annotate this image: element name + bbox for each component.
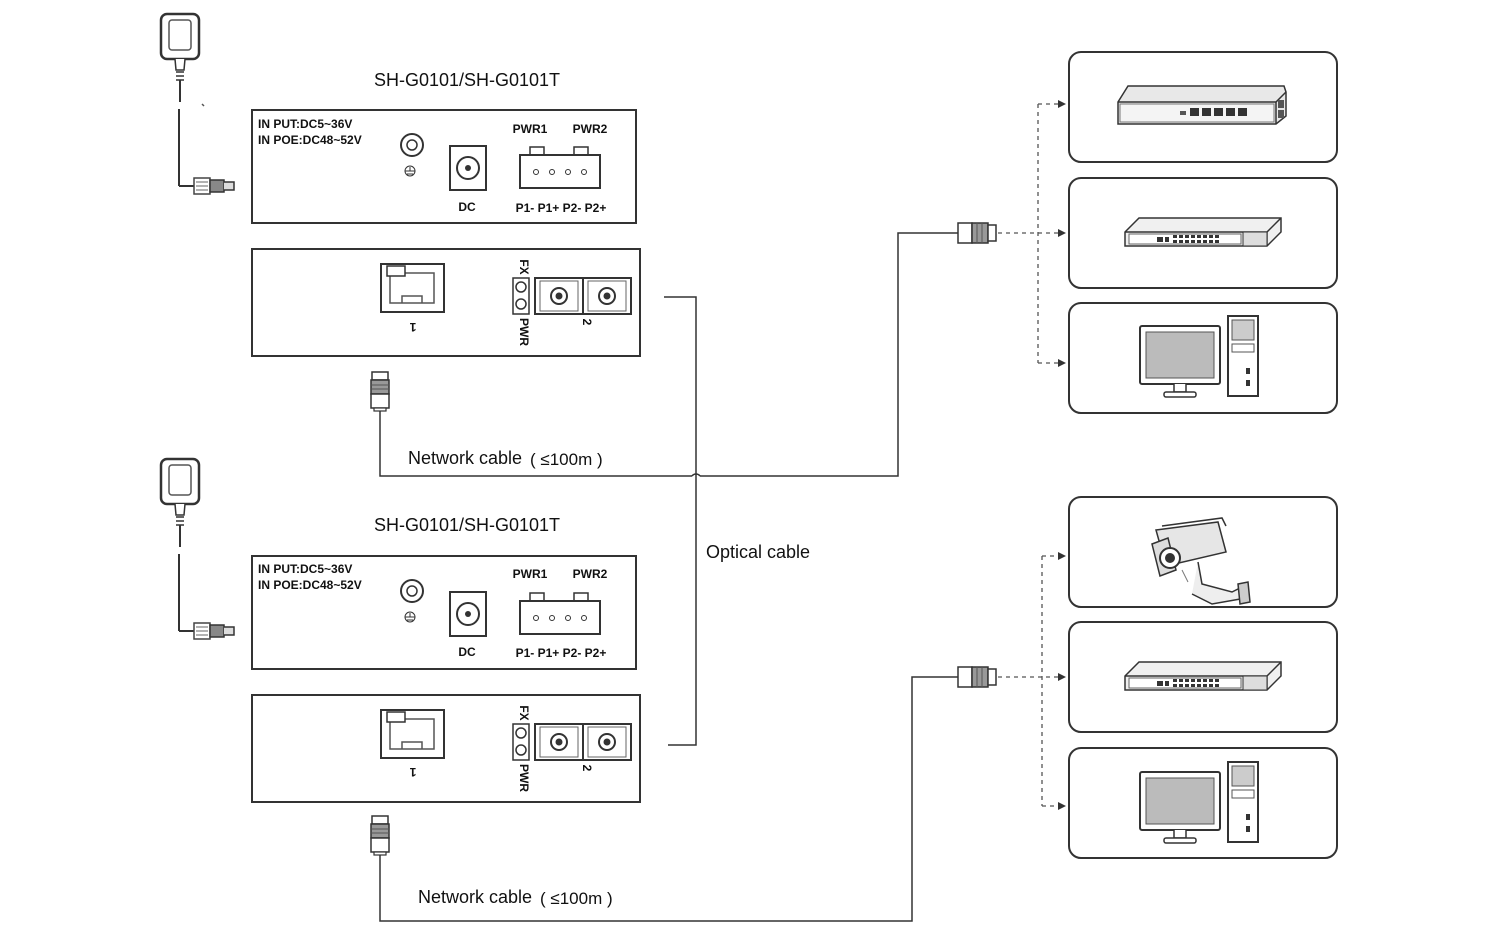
top-terminal-label: P1- P1+ P2- P2+ xyxy=(516,201,607,215)
top-pwr-led-label: PWR xyxy=(517,318,531,346)
top-dc-label: DC xyxy=(458,200,476,214)
bottom-network-cable-distance: ( ≤100m ) xyxy=(540,889,613,908)
top-network-cable-label: Network cable xyxy=(408,448,522,468)
bottom-device-switch xyxy=(1068,621,1338,733)
bottom-model-label: SH-G0101/SH-G0101T xyxy=(374,515,560,535)
bottom-port2-label: 2 xyxy=(580,765,594,772)
top-power-adapter xyxy=(159,12,236,196)
bottom-pwr2-label: PWR2 xyxy=(573,567,608,581)
optical-cable-label: Optical cable xyxy=(706,542,810,562)
top-device-switch xyxy=(1068,177,1338,289)
top-device-computer xyxy=(1068,302,1338,414)
bottom-rj45-plug xyxy=(370,815,390,856)
bottom-power-adapter xyxy=(159,457,236,641)
top-network-cable-distance: ( ≤100m ) xyxy=(530,450,603,469)
top-port-panel xyxy=(251,248,641,357)
bottom-terminal-label: P1- P1+ P2- P2+ xyxy=(516,646,607,660)
desktop-computer-icon xyxy=(1139,761,1259,844)
bottom-network-cable xyxy=(379,676,958,922)
router-icon xyxy=(1117,85,1287,125)
top-pwr2-label: PWR2 xyxy=(573,122,608,136)
top-remote-rj45-plug xyxy=(957,222,997,244)
desktop-computer-icon xyxy=(1139,315,1259,398)
bottom-dc-label: DC xyxy=(458,645,476,659)
bottom-port-panel xyxy=(251,694,641,803)
top-rj45-plug xyxy=(370,371,390,412)
bottom-input-voltage: IN PUT:DC5~36V xyxy=(258,562,352,576)
top-port2-label: 2 xyxy=(580,319,594,326)
switch-icon xyxy=(1124,217,1282,247)
top-poe-voltage: IN POE:DC48~52V xyxy=(258,133,362,147)
bottom-port1-label: 1 xyxy=(409,765,416,779)
bottom-fanout-lines xyxy=(998,555,1062,807)
top-device-router xyxy=(1068,51,1338,163)
bottom-remote-rj45-plug xyxy=(957,666,997,688)
bottom-device-computer xyxy=(1068,747,1338,859)
bottom-network-cable-label: Network cable xyxy=(418,887,532,907)
top-pwr1-label: PWR1 xyxy=(513,122,548,136)
bottom-fx-label: FX xyxy=(517,705,531,720)
top-network-cable xyxy=(379,411,692,477)
bottom-device-camera xyxy=(1068,496,1338,608)
optical-cable xyxy=(664,296,697,746)
top-fanout-lines xyxy=(998,103,1062,364)
bottom-pwr-led-label: PWR xyxy=(517,764,531,792)
top-fx-label: FX xyxy=(517,259,531,274)
top-input-voltage: IN PUT:DC5~36V xyxy=(258,117,352,131)
bottom-poe-voltage: IN POE:DC48~52V xyxy=(258,578,362,592)
top-model-label: SH-G0101/SH-G0101T xyxy=(374,70,560,90)
bottom-pwr1-label: PWR1 xyxy=(513,567,548,581)
top-port1-label: 1 xyxy=(409,320,416,334)
switch-icon xyxy=(1124,661,1282,691)
